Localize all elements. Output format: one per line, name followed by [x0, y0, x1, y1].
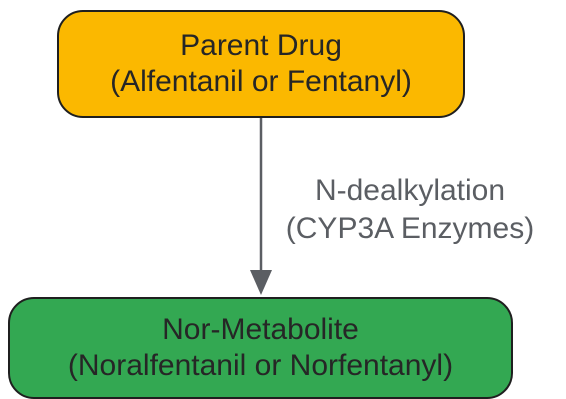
reaction-name: N-dealkylation: [314, 174, 506, 207]
arrow-head: [250, 270, 272, 295]
reaction-enzymes: (CYP3A Enzymes): [285, 212, 535, 245]
reaction-label: N-dealkylation (CYP3A Enzymes): [262, 172, 558, 248]
nor-metabolite-title: Nor-Metabolite: [162, 313, 359, 346]
parent-drug-subtitle: (Alfentanil or Fentanyl): [110, 65, 412, 98]
parent-drug-title: Parent Drug: [180, 29, 342, 62]
nor-metabolite-node: Nor-Metabolite (Noralfentanil or Norfent…: [8, 297, 513, 399]
nor-metabolite-subtitle: (Noralfentanil or Norfentanyl): [67, 349, 454, 382]
parent-drug-node: Parent Drug (Alfentanil or Fentanyl): [57, 10, 465, 118]
